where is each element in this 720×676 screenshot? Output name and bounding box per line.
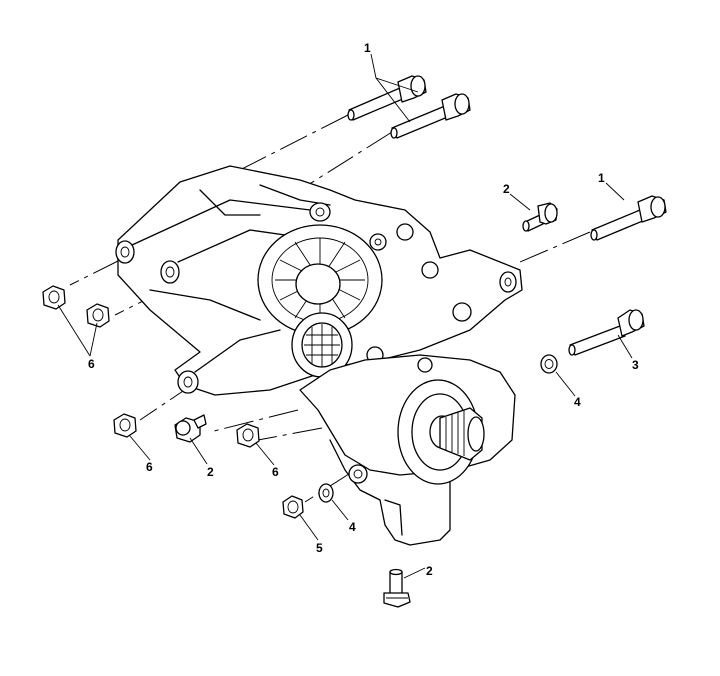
callout-labels: 1 1 2 3 4 6 6 2 6 4 5 2	[88, 41, 639, 578]
nut-mid-6	[236, 423, 260, 448]
callout-3: 3	[632, 358, 639, 372]
callout-2-mid: 2	[207, 465, 214, 479]
bolt-item-3	[568, 309, 645, 356]
leader-lines	[57, 53, 633, 579]
bolt-long-lower-1	[390, 93, 471, 139]
callout-4-low: 4	[349, 520, 356, 534]
callout-6-mid: 6	[272, 465, 279, 479]
bolt-long-upper-1	[347, 75, 427, 121]
callout-1-right: 1	[598, 171, 605, 185]
callout-1-top: 1	[364, 41, 371, 55]
centerlines	[69, 114, 591, 503]
callout-5: 5	[316, 541, 323, 555]
washer-low-4	[318, 483, 334, 503]
callout-4-right: 4	[574, 395, 581, 409]
bolt-long-right-1	[590, 195, 667, 241]
callout-6-left-pair: 6	[88, 357, 95, 371]
nut-item-5	[282, 495, 304, 519]
nut-left-low-6	[113, 413, 137, 438]
callout-6-left-low: 6	[146, 460, 153, 474]
nut-left-top-6	[42, 285, 66, 310]
short-bolt-bottom-2	[383, 568, 411, 608]
callout-2-bottom: 2	[426, 564, 433, 578]
gearcase-housing	[115, 165, 523, 546]
nut-left-second-6	[86, 303, 110, 328]
callout-2-upper: 2	[503, 182, 510, 196]
washer-right-4	[540, 354, 558, 374]
short-bolt-upper-2	[522, 202, 558, 232]
short-bolt-mid-2	[174, 414, 207, 443]
